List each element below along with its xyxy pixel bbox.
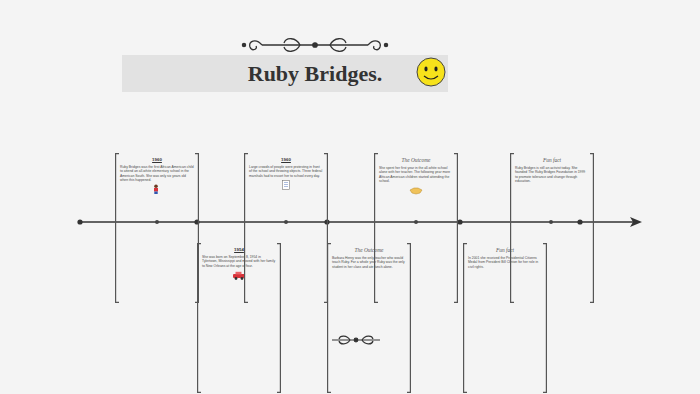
box-heading: Fun fact	[515, 157, 589, 164]
timeline-box: Fun fact In 2001 she received the Preside…	[463, 243, 547, 393]
smiley-icon	[417, 58, 445, 86]
bracket-path	[116, 154, 199, 303]
timeline-box: The OutcomeShe spent her first year in t…	[374, 153, 458, 303]
box-text: In 2001 she received the Presidential Ci…	[468, 256, 542, 269]
box-heading: 1960	[249, 157, 323, 163]
box-text: She was born on September 8, 1954 in Tyl…	[202, 255, 276, 268]
top-flourish	[242, 39, 387, 52]
box-heading: 1954	[202, 247, 276, 253]
title-text: Ruby Bridges.	[200, 60, 430, 88]
box-text: Ruby Bridges is still an activist today.…	[515, 166, 589, 183]
person-icon	[150, 184, 164, 194]
bracket-path	[328, 244, 411, 393]
bracket-path	[511, 154, 594, 303]
timeline-axis	[77, 217, 642, 227]
bottom-flourish	[332, 336, 380, 344]
box-heading: The Outcome	[332, 247, 406, 254]
car-icon	[232, 270, 246, 280]
bracket-path	[245, 154, 328, 303]
bracket-path	[464, 244, 547, 393]
timeline-box: 1954She was born on September 8, 1954 in…	[197, 243, 281, 393]
timeline-box: The OutcomeBarbara Henry was the only te…	[327, 243, 411, 393]
box-heading: The Outcome	[379, 157, 453, 164]
box-text: Large crowds of people were protesting i…	[249, 165, 323, 178]
box-text: She spent her first year in the all-whit…	[379, 166, 453, 183]
box-text: Barbara Henry was the only teacher who w…	[332, 256, 406, 269]
timeline-box: 1960Large crowds of people were protesti…	[244, 153, 328, 303]
title-band	[122, 55, 448, 92]
paper-icon	[279, 180, 293, 190]
bracket-path	[198, 244, 281, 393]
hands-icon	[409, 185, 423, 195]
timeline-box: 1960Ruby Bridges was the first African A…	[115, 153, 199, 303]
box-heading: Fun fact	[468, 247, 542, 254]
timeline-box: Fun factRuby Bridges is still an activis…	[510, 153, 594, 303]
bracket-path	[375, 154, 458, 303]
box-text: Ruby Bridges was the first African Ameri…	[120, 165, 194, 182]
box-heading: 1960	[120, 157, 194, 163]
